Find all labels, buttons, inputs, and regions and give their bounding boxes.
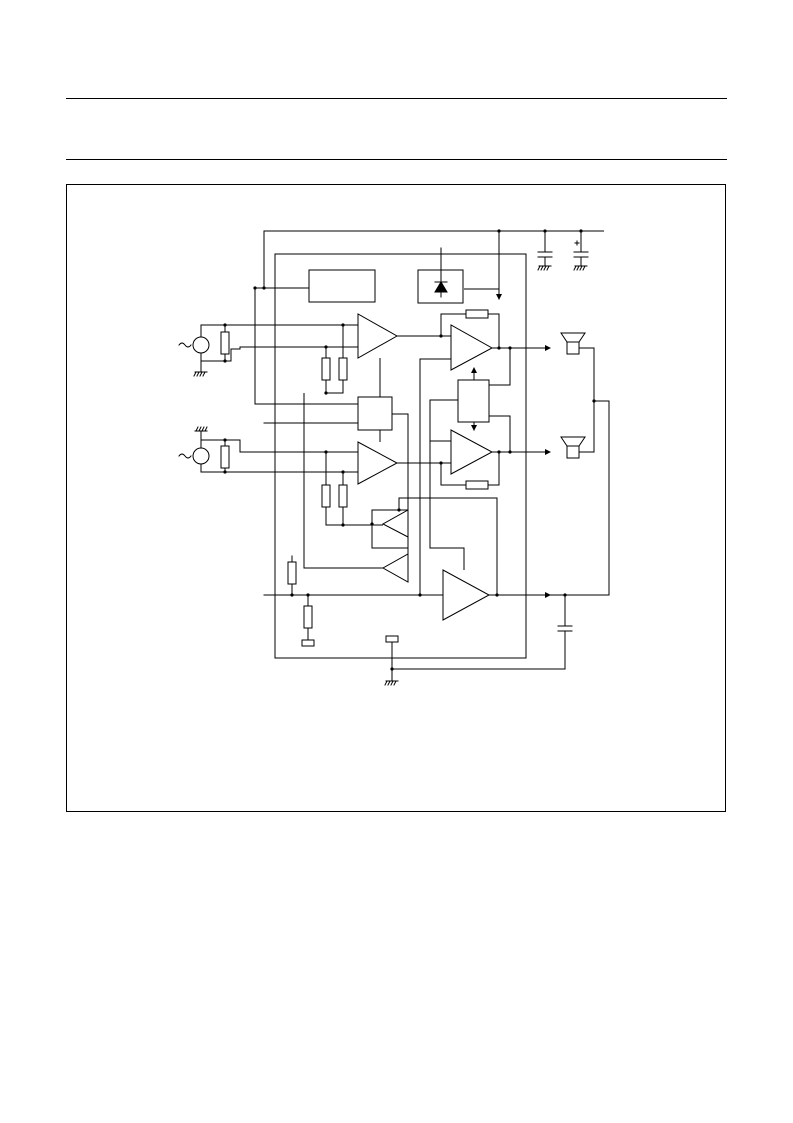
ground-icon bbox=[573, 265, 588, 271]
amplifier-triangle-icon bbox=[357, 313, 399, 359]
arrow-icon bbox=[471, 425, 477, 431]
supply-rail bbox=[254, 230, 604, 300]
amplifier-triangle-icon bbox=[450, 429, 494, 475]
junction-dot-icon bbox=[223, 229, 596, 671]
loudspeaker-icon bbox=[560, 436, 586, 459]
arrow-icon bbox=[545, 592, 551, 598]
arrow-icon bbox=[496, 294, 502, 300]
amplifier-triangle-icon bbox=[381, 509, 409, 538]
terminal-icon bbox=[385, 635, 399, 643]
diode-icon bbox=[434, 247, 448, 298]
arrow-icon bbox=[545, 449, 551, 455]
resistor-icon bbox=[338, 484, 348, 508]
ground-icon bbox=[193, 371, 208, 377]
resistor-icon bbox=[321, 484, 331, 508]
resistor-icon bbox=[287, 561, 297, 585]
ac-source-icon bbox=[178, 447, 210, 465]
ground-icon bbox=[194, 426, 208, 432]
arrow-icon bbox=[471, 367, 477, 373]
standby-block bbox=[308, 269, 376, 303]
resistor-icon bbox=[220, 331, 230, 355]
ground-icon bbox=[537, 265, 552, 271]
amplifier-triangle-icon bbox=[381, 553, 409, 583]
ac-source-icon bbox=[178, 336, 210, 354]
resistor-icon bbox=[303, 605, 313, 629]
resistor-icon bbox=[338, 357, 348, 381]
ic-outline bbox=[274, 253, 527, 659]
amplifier-triangle-icon bbox=[450, 324, 494, 371]
ground-icon bbox=[384, 680, 399, 686]
amplifier-triangle-icon bbox=[442, 569, 491, 621]
loudspeaker-icon bbox=[560, 332, 586, 355]
arrow-icon bbox=[545, 345, 551, 351]
header-rule-top bbox=[66, 98, 727, 99]
resistor-icon bbox=[465, 309, 489, 319]
resistor-icon bbox=[220, 445, 230, 469]
resistor-icon bbox=[465, 480, 489, 490]
capacitor-icon bbox=[537, 230, 553, 267]
electrolytic-capacitor-icon bbox=[573, 230, 589, 267]
figure-frame bbox=[66, 184, 726, 812]
feedback-block bbox=[457, 379, 490, 423]
mute-switch-block bbox=[357, 396, 393, 431]
header-rule-bottom bbox=[66, 159, 727, 160]
terminal-icon bbox=[301, 639, 315, 647]
capacitor-icon bbox=[392, 594, 573, 670]
resistor-icon bbox=[321, 357, 331, 381]
amplifier-triangle-icon bbox=[357, 441, 399, 485]
